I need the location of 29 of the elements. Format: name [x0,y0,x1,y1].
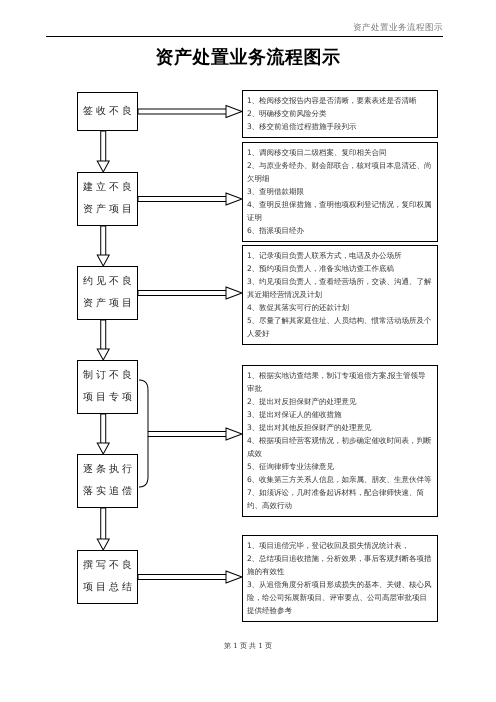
arrow [138,286,242,300]
step-text: 签收不良 [82,104,136,118]
title: 资产处置业务流程图示 [156,47,340,69]
bracket-arrow [138,380,242,488]
process-box [77,92,138,131]
process-box [77,550,138,604]
arrow [96,226,110,266]
arrow [138,105,242,118]
arrow [96,320,110,360]
arrow [96,414,110,454]
note-box [242,142,438,242]
arrow [138,570,242,584]
arrow [96,130,110,172]
step-text: 制订不良项目专项 [82,368,136,405]
process-box [77,454,138,508]
note-box [242,365,438,517]
note-box [242,535,438,622]
running-header: 资产处置业务流程图示 [353,23,443,34]
process-box [77,360,138,414]
note-box [242,245,438,345]
step-text: 逐条执行落实追偿 [82,462,136,499]
arrow [96,508,110,550]
step-text: 约见不良资产项目 [82,274,136,311]
process-box [77,172,138,226]
note-box [242,90,438,138]
process-box [77,266,138,320]
arrow [138,192,242,206]
step-text: 撰写不良项目总结 [82,558,136,595]
step-text: 建立不良资产项目 [82,180,136,217]
